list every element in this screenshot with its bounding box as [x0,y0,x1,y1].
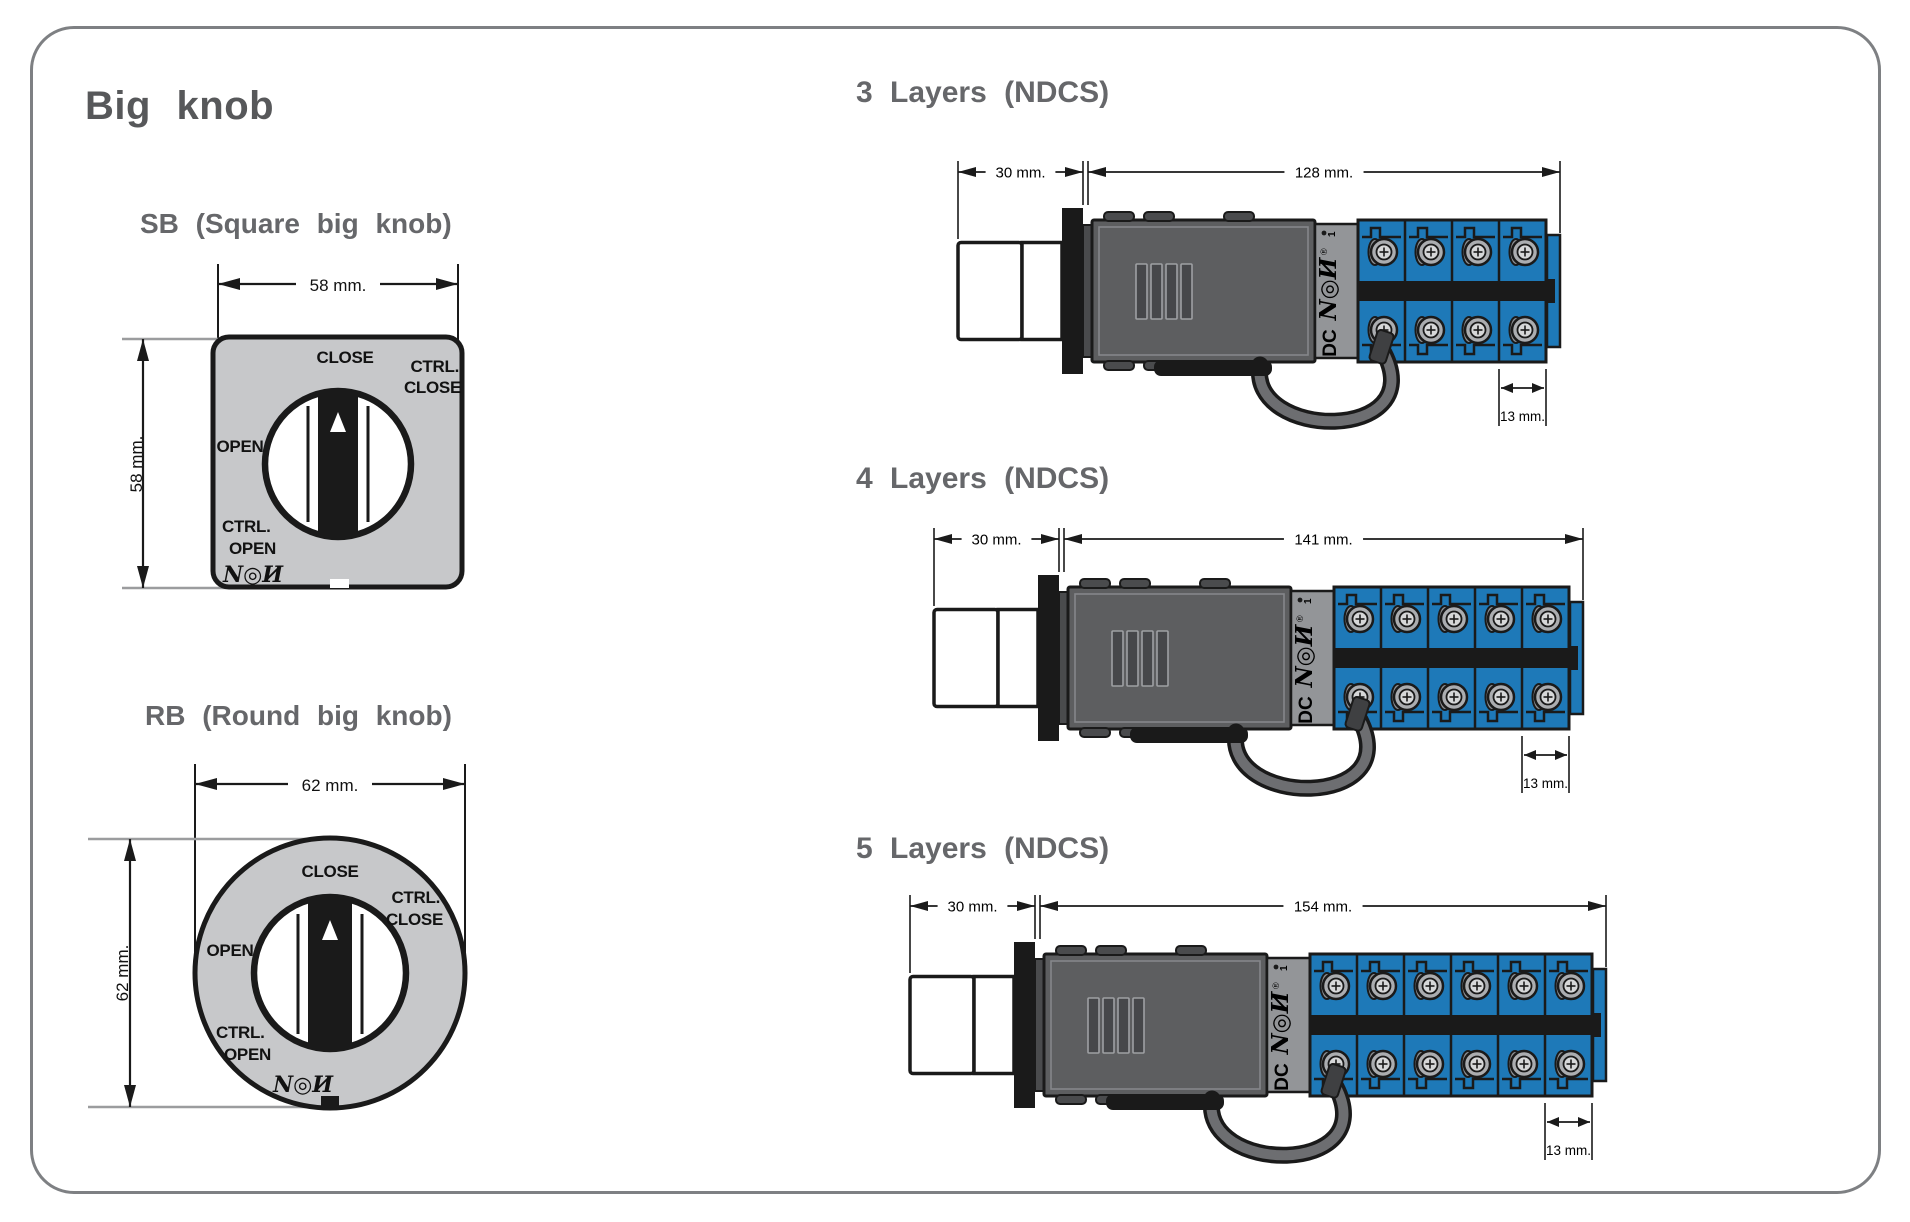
rb-label-open: OPEN [207,941,254,960]
rb-label-ctrl-open-1: CTRL. [216,1023,265,1042]
rb-label-ctrl-close-1: CTRL. [391,888,440,907]
rb-label-ctrl-open-2: OPEN [224,1045,271,1064]
layer-mark: 1 [1279,965,1290,971]
layers-heading-3: 3 Layers (NDCS) [856,76,1110,109]
page-border [30,26,1881,1194]
sb-brand-logo: N◎И [222,562,284,588]
knob-dim-5: 30 mm. [947,898,997,915]
knob-dim-4: 30 mm. [971,531,1021,548]
brand-logo-side: N◎И [1315,256,1342,321]
sb-width-dim: 58 mm. [310,276,367,295]
sb-label-ctrl-close-1: CTRL. [410,357,459,376]
rb-height-dim: 62 mm. [113,945,132,1002]
assembly-3-layers: 1N◎И® DC 30 mm. 128 mm. 13 mm. [956,161,1562,430]
square-knob-heading: SB (Square big knob) [140,208,452,239]
sb-label-ctrl-open-1: CTRL. [222,517,271,536]
pitch-dim-3: 13 mm. [1500,409,1545,424]
brand-logo-side: N◎И [1291,623,1318,688]
rb-label-ctrl-close-2: CLOSE [386,910,443,929]
assembly-4-layers: 1N◎И® DC 30 mm. 141 mm. 13 mm. [932,528,1585,797]
pitch-dim-5: 13 mm. [1546,1143,1591,1158]
sb-label-open: OPEN [217,437,264,456]
layers-heading-4: 4 Layers (NDCS) [856,462,1110,495]
page-title: Big knob [85,84,275,128]
sb-label-ctrl-open-2: OPEN [229,539,276,558]
length-dim-4: 141 mm. [1294,531,1352,548]
sb-label-close: CLOSE [316,348,373,367]
square-knob-diagram: 58 mm. 58 mm. CLOSE CTRL. CLOSE OPEN CTR… [122,264,465,590]
round-knob-diagram: 62 mm. 62 mm. CLOSE CTRL. CLOSE OPEN CTR… [88,764,468,1111]
layer-mark: 1 [1327,231,1338,237]
registered-mark: ® [1319,248,1329,255]
sb-height-dim: 58 mm. [127,436,146,493]
layer-mark: 1 [1303,598,1314,604]
sb-label-ctrl-close-2: CLOSE [404,378,461,397]
length-dim-5: 154 mm. [1294,898,1352,915]
assembly-5-layers: 1N◎И® DC 30 mm. 154 mm. 13 mm. [908,895,1608,1164]
rb-label-close: CLOSE [301,862,358,881]
rb-width-dim: 62 mm. [302,776,359,795]
brand-logo-side: N◎И [1267,990,1294,1055]
length-dim-3: 128 mm. [1295,164,1353,181]
registered-mark: ® [1295,615,1305,622]
pitch-dim-4: 13 mm. [1523,776,1568,791]
rb-brand-logo: N◎И [272,1072,334,1098]
dc-label: DC [1272,1063,1293,1091]
registered-mark: ® [1271,982,1281,989]
layers-heading-5: 5 Layers (NDCS) [856,832,1110,865]
dc-label: DC [1320,329,1341,357]
round-knob-heading: RB (Round big knob) [145,700,452,731]
dc-label: DC [1296,696,1317,724]
knob-face-drawings: 58 mm. 58 mm. CLOSE CTRL. CLOSE OPEN CTR… [88,264,468,1111]
knob-dim-3: 30 mm. [995,164,1045,181]
